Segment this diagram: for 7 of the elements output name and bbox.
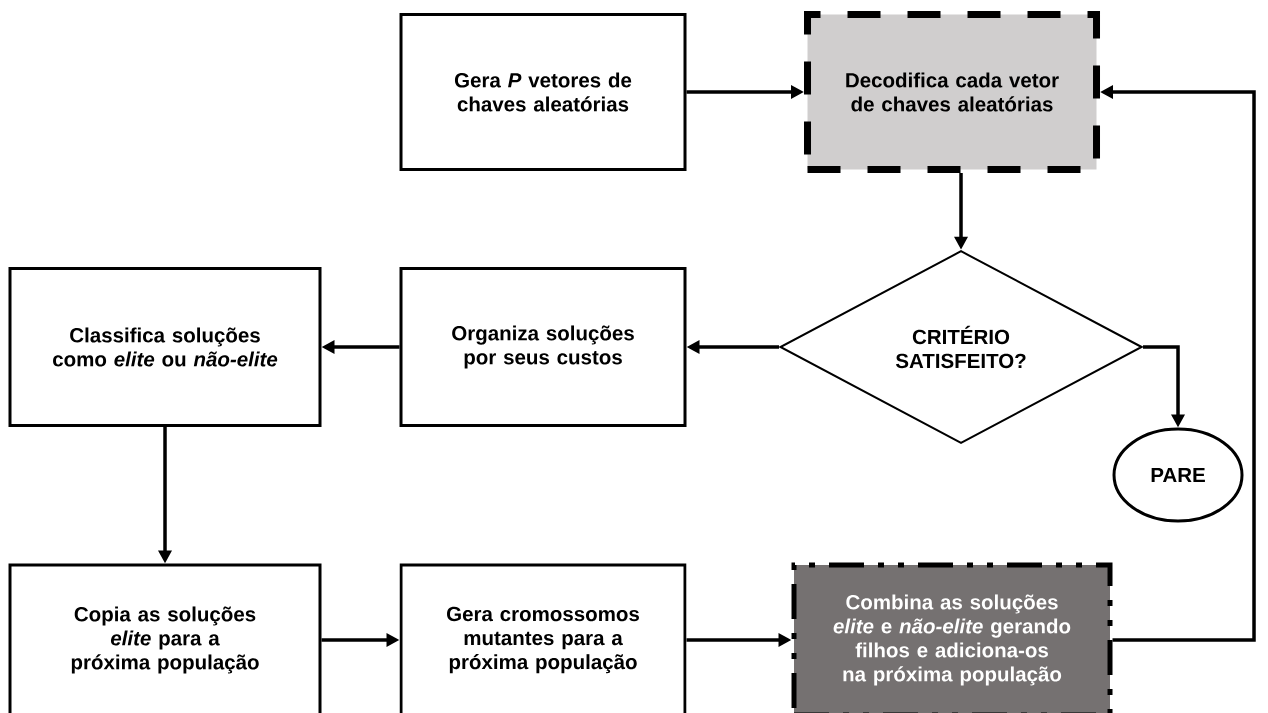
process-box: Organiza soluções por seus custos [399, 267, 687, 427]
process-box: Gera P vetores de chaves aleatórias [399, 13, 687, 171]
process-box: Copia as soluções elite para a próxima população [8, 563, 322, 713]
process-box: Decodifica cada vetor de chaves aleatórias [804, 11, 1100, 173]
process-box: Classifica soluções como elite ou não-elite [8, 267, 322, 427]
process-box: Combina as soluções elite e não-elite gerando filhos e adiciona-os na próxima população [791, 562, 1113, 713]
process-box: Gera cromossomos mutantes para a próxima população [399, 563, 687, 713]
